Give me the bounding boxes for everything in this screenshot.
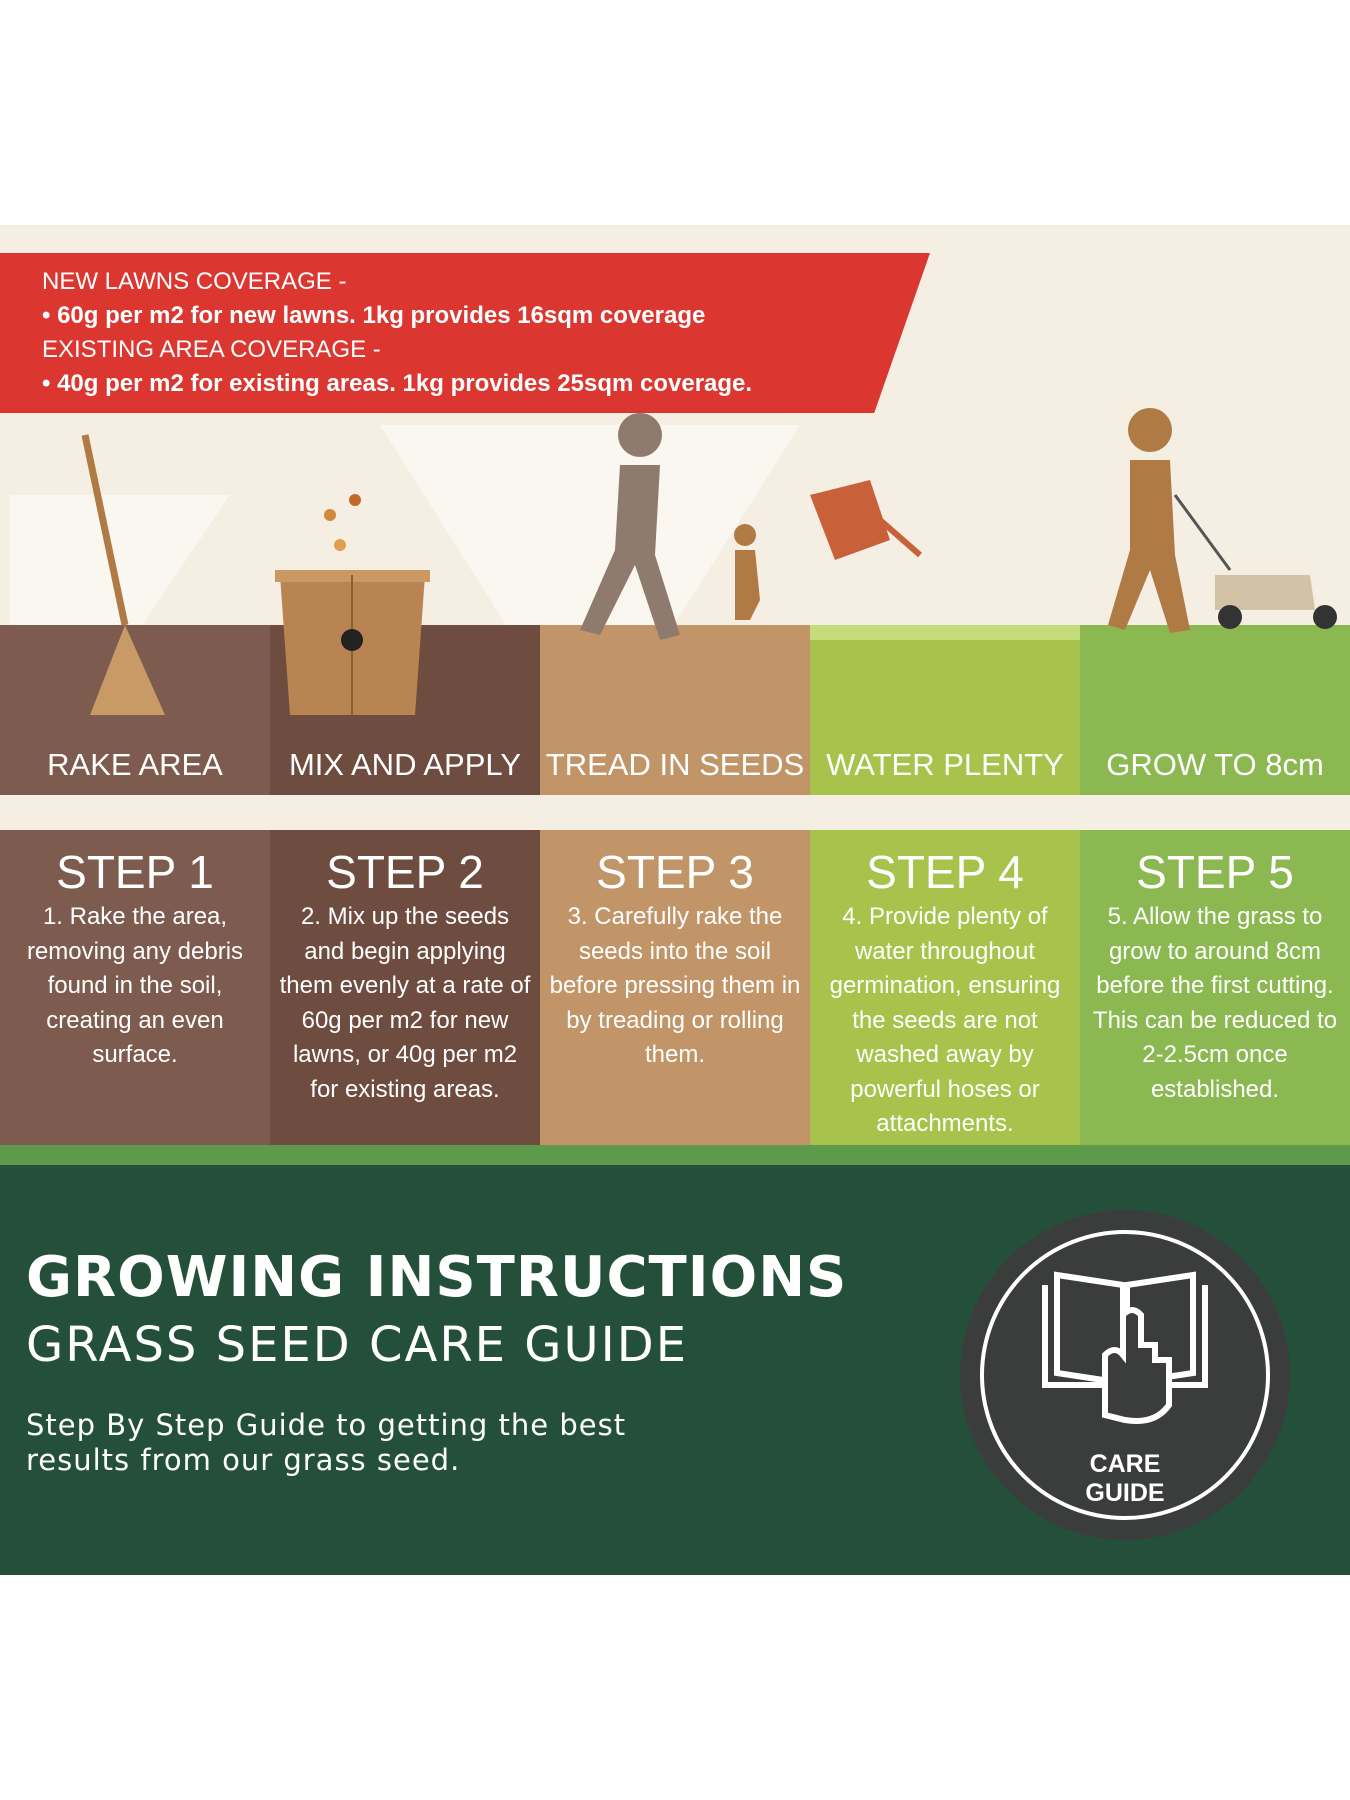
steps-row: STEP 1 1. Rake the area, removing any de… <box>0 830 1350 1145</box>
footer-title: GROWING INSTRUCTIONS <box>26 1245 848 1310</box>
stage-grow: GROW TO 8cm <box>1080 408 1350 795</box>
walking-person-icon <box>580 413 760 640</box>
book-hand-icon <box>1042 1271 1208 1424</box>
footer-description: Step By Step Guide to getting the best r… <box>26 1408 627 1477</box>
badge-ring <box>980 1230 1270 1520</box>
step-text: 1. Rake the area, removing any debris fo… <box>26 903 244 1068</box>
step-title: STEP 2 <box>326 846 484 898</box>
existing-area-line: • 40g per m2 for existing areas. 1kg pro… <box>42 370 753 397</box>
coverage-banner: NEW LAWNS COVERAGE - • 60g per m2 for ne… <box>0 253 930 413</box>
new-lawns-line: • 60g per m2 for new lawns. 1kg provides… <box>42 302 706 329</box>
seed-box-icon <box>275 494 430 715</box>
badge-line-1: CARE <box>1089 1450 1161 1478</box>
footer-subtitle: GRASS SEED CARE GUIDE <box>26 1317 689 1373</box>
footer-panel: GROWING INSTRUCTIONS GRASS SEED CARE GUI… <box>0 1165 1350 1575</box>
step-title: STEP 1 <box>56 846 214 898</box>
step-2: STEP 2 2. Mix up the seeds and begin app… <box>270 830 540 1145</box>
rake-icon <box>81 434 165 715</box>
lawnmower-person-icon <box>1108 408 1337 633</box>
step-4: STEP 4 4. Provide plenty of water throug… <box>810 830 1080 1145</box>
badge-line-2: GUIDE <box>1085 1479 1165 1507</box>
step-1: STEP 1 1. Rake the area, removing any de… <box>0 830 270 1145</box>
stage-label: WATER PLENTY <box>826 747 1064 782</box>
stage-label: TREAD IN SEEDS <box>545 747 805 782</box>
step-text: 4. Provide plenty of water throughout ge… <box>829 903 1061 1137</box>
stage-label: MIX AND APPLY <box>288 747 521 782</box>
divider-stripe <box>0 1145 1350 1165</box>
step-title: STEP 3 <box>596 846 754 898</box>
existing-area-title: EXISTING AREA COVERAGE - <box>42 336 381 363</box>
step-5: STEP 5 5. Allow the grass to grow to aro… <box>1080 830 1350 1145</box>
step-title: STEP 5 <box>1136 846 1294 898</box>
step-title: STEP 4 <box>866 846 1024 898</box>
step-text: 2. Mix up the seeds and begin applying t… <box>279 903 531 1103</box>
watering-can-icon <box>810 480 1080 640</box>
stage-water: WATER PLENTY <box>810 480 1080 795</box>
step-text: 5. Allow the grass to grow to around 8cm… <box>1092 903 1338 1103</box>
stage-label: GROW TO 8cm <box>1106 747 1324 782</box>
badge-label: CARE GUIDE <box>960 1450 1290 1508</box>
care-guide-badge: CARE GUIDE <box>960 1210 1290 1540</box>
illustration-scene: NEW LAWNS COVERAGE - • 60g per m2 for ne… <box>0 225 1350 830</box>
stage-mix: MIX AND APPLY <box>270 494 540 795</box>
new-lawns-title: NEW LAWNS COVERAGE - <box>42 268 347 295</box>
step-3: STEP 3 3. Carefully rake the seeds into … <box>540 830 810 1145</box>
stage-label: RAKE AREA <box>47 747 223 782</box>
stage-tread: TREAD IN SEEDS <box>540 413 810 795</box>
step-text: 3. Carefully rake the seeds into the soi… <box>549 903 801 1068</box>
stage-rake: RAKE AREA <box>0 434 270 795</box>
